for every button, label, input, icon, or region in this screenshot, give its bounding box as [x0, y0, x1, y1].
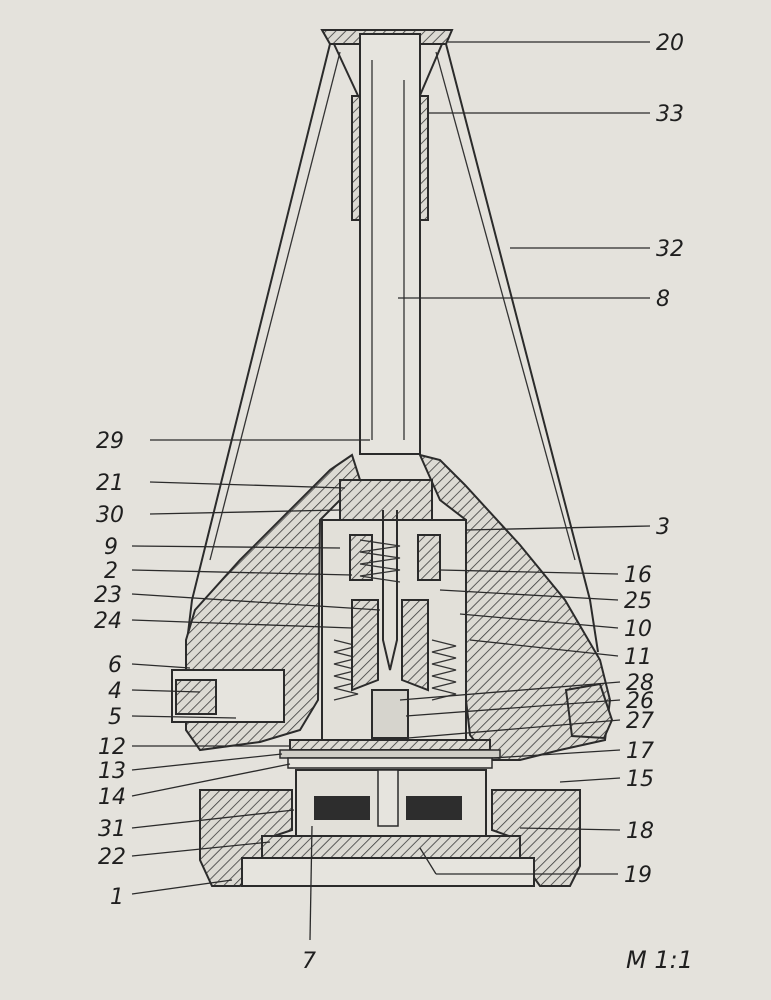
label-16: 16 [624, 563, 652, 588]
label-32: 32 [656, 237, 684, 262]
label-28: 28 [626, 671, 654, 696]
label-33: 33 [656, 102, 684, 127]
inner-mechanism [321, 479, 467, 749]
label-24: 24 [94, 609, 122, 634]
label-25: 25 [624, 589, 652, 614]
label-12: 12 [98, 735, 126, 760]
label-19: 19 [624, 863, 652, 888]
label-9: 9 [104, 535, 118, 560]
base-assembly [199, 769, 581, 887]
label-20: 20 [656, 31, 684, 56]
label-15: 15 [626, 767, 654, 792]
plates [279, 739, 501, 769]
label-10: 10 [624, 617, 652, 642]
label-22: 22 [98, 845, 126, 870]
label-6: 6 [108, 653, 122, 678]
label-23: 23 [94, 583, 122, 608]
stem-rod [351, 33, 429, 455]
label-29: 29 [96, 429, 124, 454]
label-7: 7 [302, 949, 316, 974]
label-2: 2 [104, 559, 118, 584]
label-26: 26 [626, 689, 654, 714]
label-3: 3 [656, 515, 670, 540]
label-30: 30 [96, 503, 124, 528]
leaders-right [398, 41, 651, 875]
label-4: 4 [108, 679, 122, 704]
label-13: 13 [98, 759, 126, 784]
label-17: 17 [626, 739, 654, 764]
leaders-left [131, 439, 381, 941]
label-27: 27 [626, 709, 654, 734]
label-31: 31 [98, 817, 126, 842]
label-1: 1 [110, 885, 124, 910]
scale-note: M 1:1 [626, 946, 693, 974]
label-21: 21 [96, 471, 124, 496]
label-8: 8 [656, 287, 670, 312]
label-14: 14 [98, 785, 126, 810]
label-18: 18 [626, 819, 654, 844]
right-lug [564, 682, 614, 740]
label-11: 11 [624, 645, 652, 670]
side-detent [171, 669, 285, 723]
label-5: 5 [108, 705, 122, 730]
